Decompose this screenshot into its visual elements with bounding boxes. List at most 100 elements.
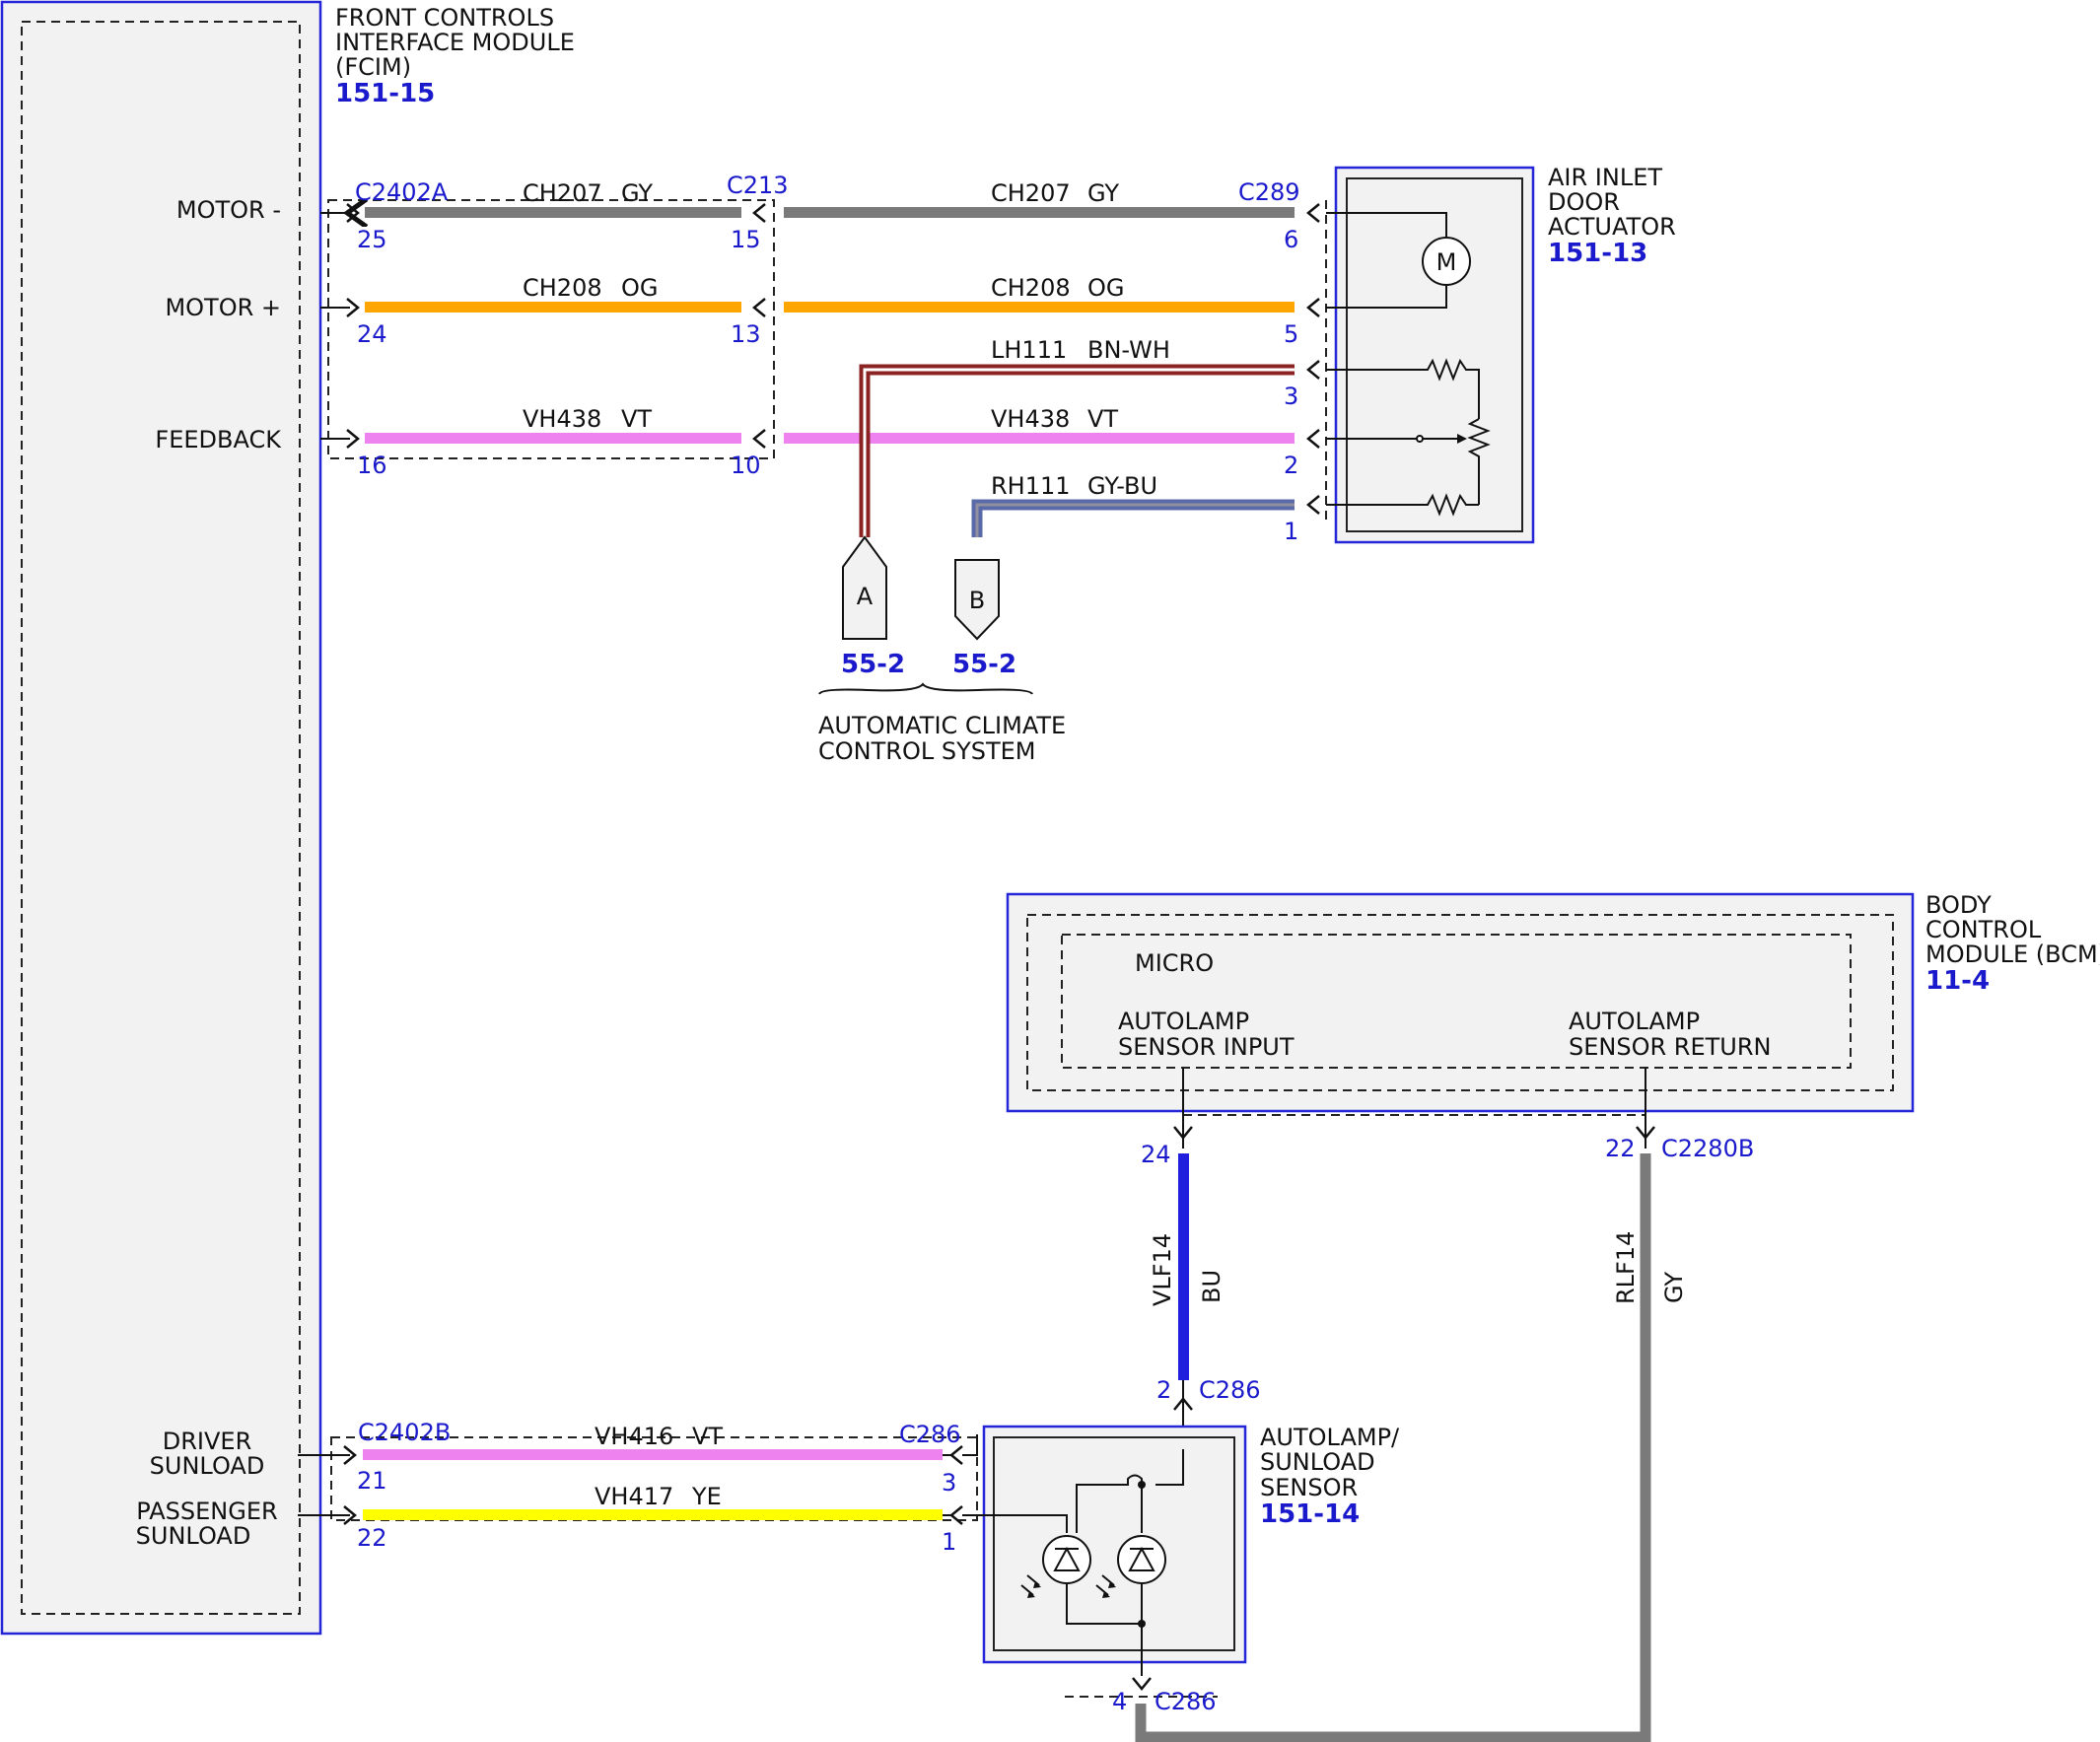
bcm-title-line-2: CONTROL: [1925, 916, 2042, 943]
c2402a-c213-boundary: [327, 199, 775, 459]
ch207-circuit-2: CH207: [991, 179, 1071, 207]
actuator-potentiometer: [1467, 418, 1491, 505]
fcim-pin-motor-plus: MOTOR +: [165, 294, 281, 321]
pin-c286-1: 1: [942, 1528, 956, 1556]
fcim-pin-passenger-sunload-1: PASSENGER: [136, 1498, 277, 1525]
fcim-pin-feedback: FEEDBACK: [155, 426, 282, 453]
pin-bcm-22: 22: [1605, 1135, 1636, 1162]
bcm-micro-boundary: [1061, 934, 1852, 1069]
ch208-segment-2[interactable]: [784, 302, 1295, 313]
pin-c2402b-21: 21: [357, 1467, 387, 1495]
system-brace: [818, 682, 1033, 695]
rh111-color: GY-BU: [1087, 472, 1157, 500]
vlf14-circuit: VLF14: [1149, 1233, 1176, 1306]
ch208-circuit-2: CH208: [991, 274, 1071, 302]
wire-rlf14[interactable]: RLF14 GY: [1135, 1068, 1688, 1742]
c2402b-label: C2402B: [358, 1419, 451, 1446]
vlf14-segment[interactable]: [1178, 1153, 1189, 1380]
ch207-circuit-1: CH207: [523, 179, 602, 207]
tag-a-ref-link[interactable]: 55-2: [841, 650, 905, 679]
rlf14-color: GY: [1660, 1272, 1688, 1303]
fcim-ref-link[interactable]: 151-15: [335, 79, 435, 108]
pin-c286-4: 4: [1112, 1688, 1127, 1715]
tag-b-shape[interactable]: [954, 559, 1000, 641]
ch208-segment-1[interactable]: [365, 302, 741, 313]
pin-c2402a-25: 25: [357, 226, 387, 253]
sensor-title-line-3: SENSOR: [1260, 1474, 1358, 1501]
wire-vh417[interactable]: VH417 YE: [298, 1483, 943, 1525]
fcim-inner-boundary: [21, 21, 301, 1615]
tag-a-shape[interactable]: [842, 535, 887, 640]
pin-c213-10: 10: [731, 452, 761, 479]
lh111-outer[interactable]: [859, 364, 1295, 537]
c213-13-arrow: [752, 298, 766, 317]
c289-5-arrow: [1306, 298, 1320, 317]
photodiode-2: [1117, 1535, 1166, 1584]
pin-c289-5: 5: [1284, 320, 1298, 348]
pin-c289-6: 6: [1284, 226, 1298, 253]
bcm-boundary: [1026, 914, 1894, 1091]
rlf14-segment[interactable]: [1135, 1153, 1651, 1742]
pin-c289-2: 2: [1284, 452, 1298, 479]
c286-label-top: C286: [1199, 1376, 1261, 1404]
vh416-segment[interactable]: [363, 1449, 943, 1460]
pin-c289-3: 3: [1284, 383, 1298, 410]
ch208-color-2: OG: [1087, 274, 1125, 302]
vh438-segment-1[interactable]: [365, 433, 741, 444]
wire-vh438[interactable]: VH438 VT VH438 VT: [320, 405, 1295, 444]
c289-3-arrow: [1306, 360, 1320, 380]
ch207-segment-1[interactable]: [365, 207, 741, 218]
ch207-color-2: GY: [1087, 179, 1119, 207]
tag-b-label: B: [969, 587, 985, 614]
rh111-outer[interactable]: [971, 499, 1295, 537]
actuator-title-line-3: ACTUATOR: [1548, 213, 1676, 241]
bcm-title-line-1: BODY: [1925, 891, 1992, 919]
ch207-segment-2[interactable]: [784, 207, 1295, 218]
actuator-ref-link[interactable]: 151-13: [1548, 239, 1647, 268]
pin-c289-1: 1: [1284, 518, 1298, 545]
body-control-module: MICRO AUTOLAMP SENSOR INPUT AUTOLAMP SEN…: [1006, 891, 2100, 1113]
c289-label: C289: [1238, 178, 1300, 206]
tag-b-ref-link[interactable]: 55-2: [952, 650, 1016, 679]
vh438-segment-2[interactable]: [784, 433, 1295, 444]
c2402a-16-arrow: [346, 429, 360, 449]
climate-control-reference[interactable]: A B 55-2 55-2 AUTOMATIC CLIMATE CONTROL …: [818, 535, 1066, 765]
lh111-color: BN-WH: [1087, 336, 1170, 364]
vh438-circuit-1: VH438: [523, 405, 601, 433]
fcim-pin-motor-minus: MOTOR -: [176, 196, 281, 224]
system-title-line-2: CONTROL SYSTEM: [818, 737, 1036, 765]
actuator-title-line-2: DOOR: [1548, 188, 1620, 216]
pin-bcm-24: 24: [1141, 1141, 1171, 1168]
wire-rh111[interactable]: RH111 GY-BU: [971, 472, 1295, 537]
wire-vlf14[interactable]: VLF14 BU: [1149, 1068, 1225, 1449]
wire-vh416[interactable]: VH416 VT: [298, 1423, 943, 1465]
c2402a-25-arrow: [346, 203, 360, 223]
fcim-pin-driver-sunload-1: DRIVER: [163, 1428, 252, 1455]
fcim-title-line-1: FRONT CONTROLS: [335, 4, 554, 32]
wire-ch207[interactable]: CH207 GY CH207 GY: [320, 179, 1295, 218]
vh438-circuit-2: VH438: [991, 405, 1070, 433]
fcim-module: FRONT CONTROLS INTERFACE MODULE (FCIM) 1…: [0, 0, 575, 1636]
c286-label-bottom: C286: [1155, 1688, 1217, 1715]
rh111-circuit: RH111: [991, 472, 1071, 500]
sensor-title-line-1: AUTOLAMP/: [1260, 1424, 1400, 1451]
vh417-circuit: VH417: [595, 1483, 673, 1510]
sensor-ref-link[interactable]: 151-14: [1260, 1499, 1360, 1529]
bcm-ref-link[interactable]: 11-4: [1925, 966, 1990, 996]
vh417-segment[interactable]: [363, 1509, 943, 1520]
c2402a-label: C2402A: [355, 178, 449, 206]
autolamp-sunload-sensor: AUTOLAMP/ SUNLOAD SENSOR 151-14: [943, 1424, 1400, 1698]
vh417-color: YE: [691, 1483, 722, 1510]
air-inlet-door-actuator: M AIR INLET DOOR ACTUATOR 151-13: [1326, 164, 1676, 544]
motor-symbol: [1422, 237, 1471, 286]
sensor-title-line-2: SUNLOAD: [1260, 1448, 1375, 1476]
actuator-inner: [1346, 177, 1523, 532]
c213-label: C213: [727, 172, 789, 199]
c2280b-label: C2280B: [1661, 1135, 1754, 1162]
wire-lh111[interactable]: LH111 BN-WH: [859, 336, 1295, 537]
lh111-circuit: LH111: [991, 336, 1067, 364]
vlf14-color: BU: [1198, 1270, 1225, 1303]
wire-ch208[interactable]: CH208 OG CH208 OG: [320, 274, 1295, 313]
